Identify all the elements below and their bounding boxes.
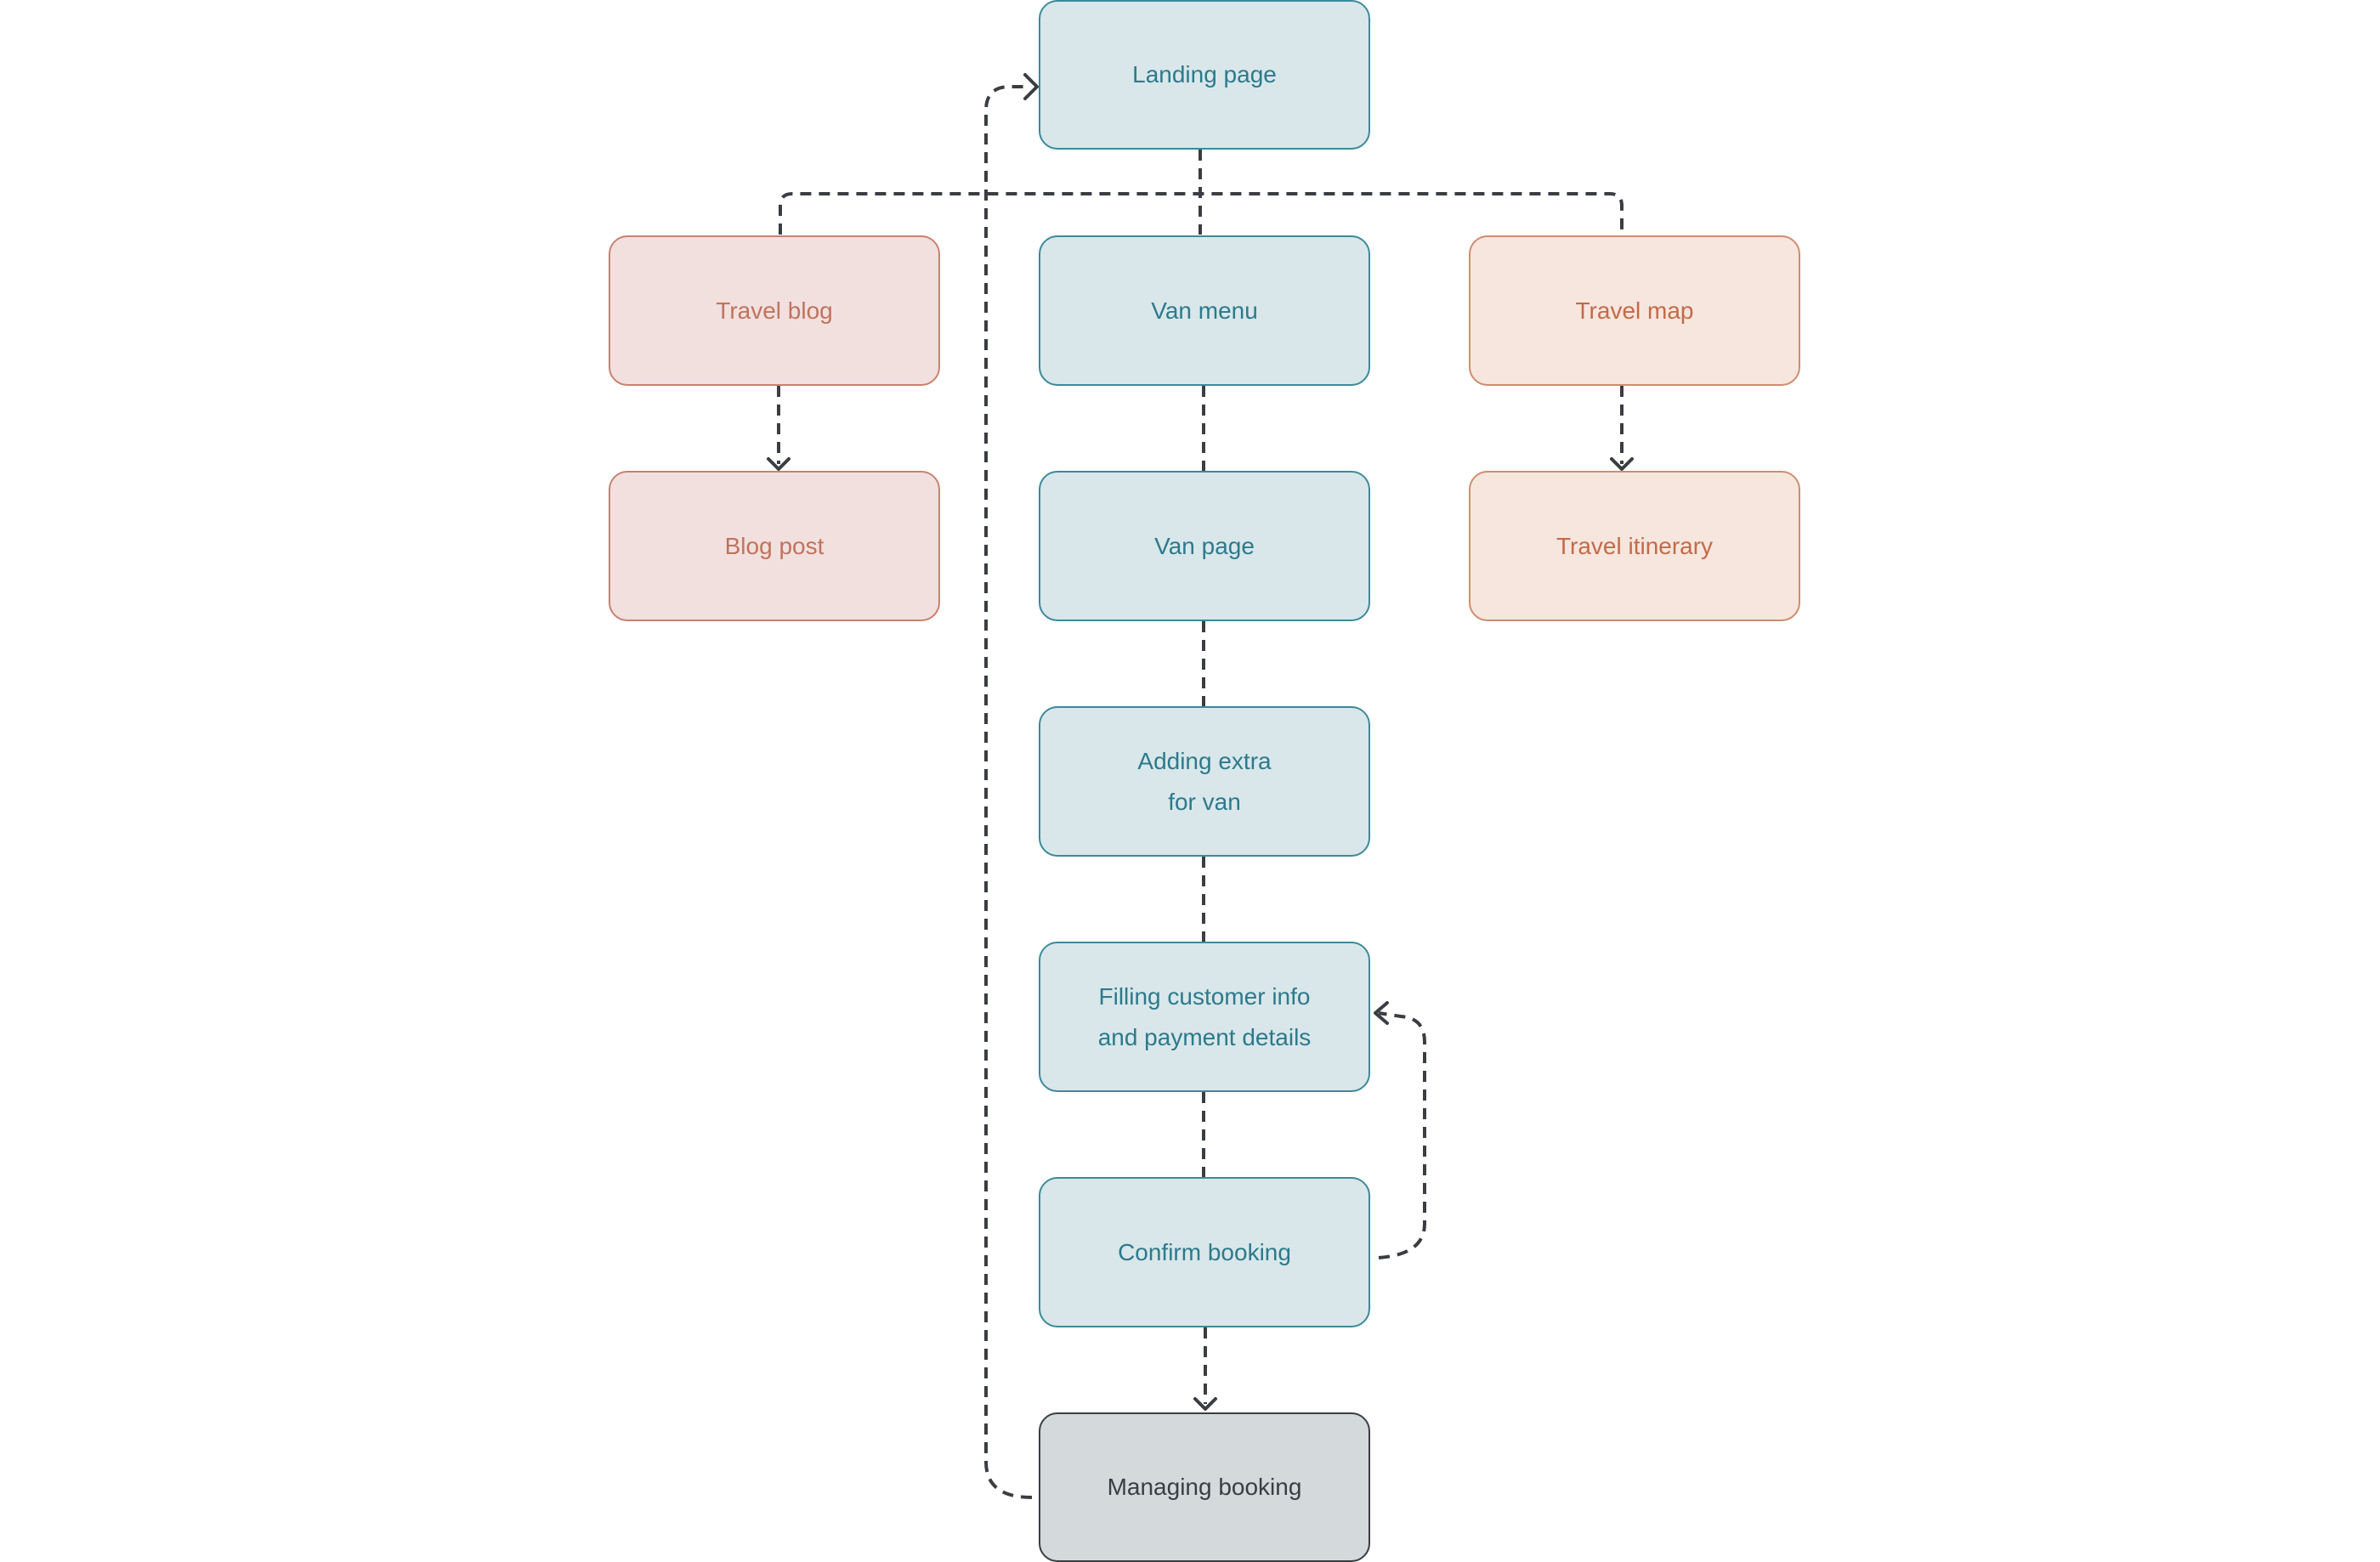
node-travel-map: Travel map — [1469, 235, 1800, 386]
node-label: Managing booking — [1107, 1474, 1302, 1500]
arrowhead-travel-itinerary — [1610, 457, 1634, 471]
node-label: Blog post — [724, 532, 824, 559]
connector-managing-back-to-landing — [984, 85, 1033, 1499]
node-label: Confirm booking — [1118, 1238, 1291, 1265]
arrowhead-landing-page — [1023, 73, 1039, 100]
node-label: Landing page — [1132, 61, 1277, 88]
node-van-page: Van page — [1039, 471, 1370, 621]
node-label: Travel map — [1575, 297, 1694, 324]
connector-branch-bar — [779, 192, 1624, 235]
node-label: Travel itinerary — [1556, 532, 1714, 559]
node-van-menu: Van menu — [1039, 235, 1370, 386]
arrowhead-managing-booking — [1193, 1397, 1217, 1411]
node-label: Adding extra for van — [1137, 747, 1272, 815]
node-managing-booking: Managing booking — [1039, 1412, 1370, 1562]
node-label: Filling customer info and payment detail… — [1097, 982, 1312, 1050]
node-confirm-booking: Confirm booking — [1039, 1177, 1370, 1327]
arrowhead-filling-info — [1374, 1001, 1389, 1025]
node-blog-post: Blog post — [609, 471, 940, 621]
node-travel-blog: Travel blog — [609, 235, 940, 386]
node-adding-extra: Adding extra for van — [1039, 706, 1370, 857]
node-filling-info: Filling customer info and payment detail… — [1039, 942, 1370, 1092]
node-label: Van page — [1154, 532, 1255, 559]
connector-confirm-back-to-filling-info — [1378, 1011, 1426, 1259]
node-label: Van menu — [1151, 297, 1258, 324]
node-landing-page: Landing page — [1039, 0, 1370, 150]
node-travel-itinerary: Travel itinerary — [1469, 471, 1800, 621]
arrowhead-blog-post — [767, 457, 790, 471]
node-label: Travel blog — [716, 297, 833, 324]
